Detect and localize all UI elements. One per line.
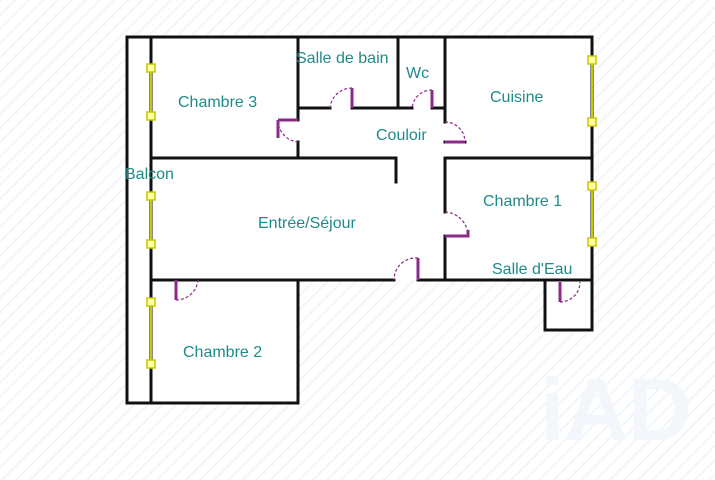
room-label-salle-de-bain: Salle de bain [296, 50, 389, 67]
floor-area [127, 37, 592, 403]
room-label-wc: Wc [406, 65, 429, 82]
room-label-balcon: Balcon [125, 166, 174, 183]
room-label-chambre-2: Chambre 2 [183, 344, 262, 361]
doors [174, 87, 581, 303]
watermark-logo: iAD [540, 360, 692, 459]
interior-walls [149, 35, 594, 282]
room-label-chambre-1: Chambre 1 [483, 193, 562, 210]
room-label-chambre-3: Chambre 3 [178, 94, 257, 111]
room-label-cuisine: Cuisine [490, 89, 543, 106]
windows [146, 55, 597, 369]
room-label-entree-sejour: Entrée/Séjour [258, 215, 357, 232]
room-label-couloir: Couloir [376, 127, 427, 144]
room-label-salle-d-eau: Salle d'Eau [492, 261, 572, 278]
